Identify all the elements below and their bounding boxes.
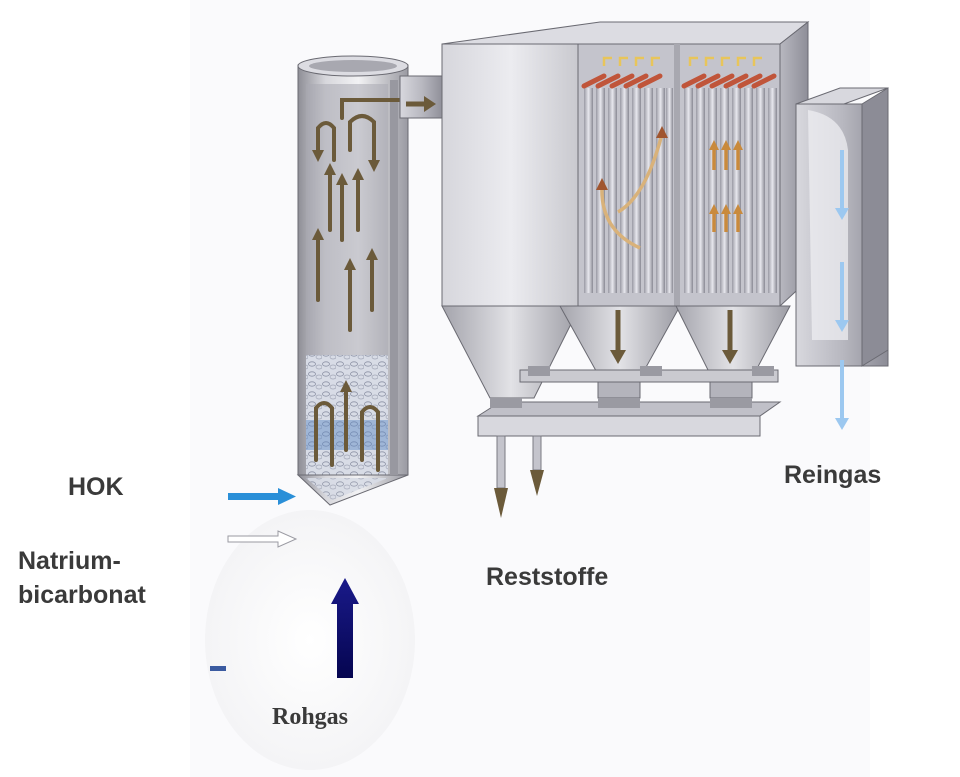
inlet-glow: [205, 510, 415, 770]
reingas-arrows: [835, 150, 849, 430]
label-natrium-line1: Natrium-: [18, 547, 121, 575]
reststoffe-arrows: [494, 470, 544, 518]
arrow-up-navy-icon: [331, 578, 359, 678]
arrow-right-blue-icon: [228, 488, 296, 505]
connecting-duct: [399, 75, 445, 119]
small-dash: [210, 666, 226, 671]
filter-bags-right: [684, 88, 777, 293]
filter-up-arrowheads: [709, 140, 743, 214]
filter-housing: [441, 20, 810, 308]
label-reststoffe: Reststoffe: [486, 563, 609, 591]
discharge-conveyor: [476, 366, 782, 489]
label-reingas: Reingas: [784, 461, 882, 489]
filter-swirl-arrows: [600, 133, 664, 250]
label-rohgas: Rohgas: [272, 704, 349, 730]
filter-up-arrows: [712, 148, 740, 232]
tower-flow-arrows: [314, 98, 402, 472]
label-hok: HOK: [68, 473, 124, 501]
cleaning-pipes: [581, 73, 777, 89]
pulse-nozzles: [602, 56, 762, 66]
filter-bags-left: [584, 88, 673, 293]
label-natrium-line2: bicarbonat: [18, 581, 146, 609]
arrow-right-outline-icon: [227, 530, 298, 548]
hoppers: [441, 305, 791, 399]
filter-swirl-heads: [596, 126, 668, 190]
